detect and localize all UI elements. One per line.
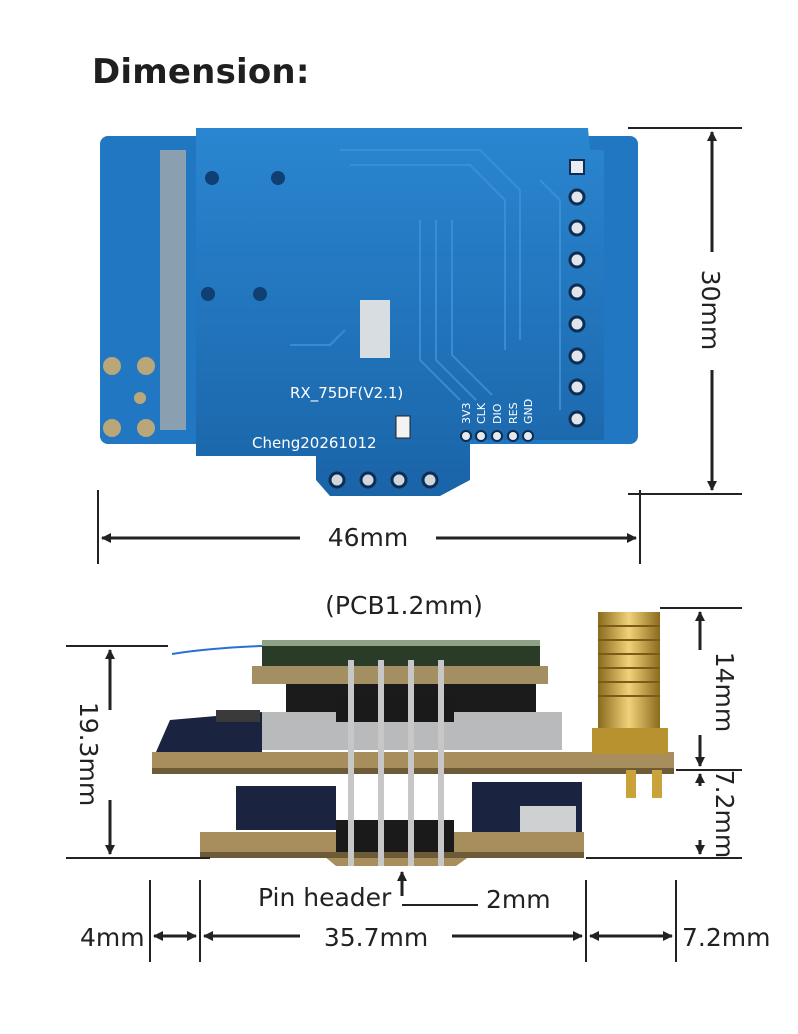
pin-labels: 3V3 CLK DIO RES GND bbox=[460, 399, 535, 424]
pin-column bbox=[568, 188, 586, 428]
lower-height-dimension bbox=[586, 773, 742, 859]
total-height-label: 19.3mm bbox=[74, 702, 103, 806]
height-label: 30mm bbox=[696, 270, 725, 351]
bottom-pins bbox=[328, 471, 439, 489]
display-pcb bbox=[252, 666, 548, 684]
side-chip bbox=[216, 710, 260, 722]
pin-header-label: Pin header bbox=[258, 883, 392, 912]
qr-label bbox=[360, 300, 390, 358]
lower-pcb-edge bbox=[200, 852, 584, 858]
main-board bbox=[196, 128, 604, 496]
antenna-pads bbox=[103, 357, 155, 437]
left-offset-label: 4mm bbox=[80, 923, 145, 952]
header-pins bbox=[348, 660, 444, 866]
width-dimension bbox=[97, 490, 641, 564]
body-width-label: 35.7mm bbox=[324, 923, 428, 952]
pcb-thickness-label: (PCB1.2mm) bbox=[325, 591, 483, 620]
pcb-traces bbox=[290, 149, 561, 410]
pin-label-res: RES bbox=[507, 402, 520, 424]
total-height-dimension bbox=[66, 645, 210, 859]
top-view-board bbox=[100, 128, 638, 496]
pin-square bbox=[569, 159, 585, 175]
antenna-height-dimension bbox=[660, 607, 742, 771]
width-label: 46mm bbox=[328, 523, 409, 552]
bottom-dimensions bbox=[149, 880, 677, 962]
mount-hole bbox=[271, 171, 285, 185]
mount-hole bbox=[253, 287, 267, 301]
antenna-wire bbox=[171, 645, 263, 655]
board-label: RX_75DF(V2.1) bbox=[290, 384, 403, 403]
mount-hole bbox=[205, 171, 219, 185]
date-label: Cheng20261012 bbox=[252, 434, 377, 452]
right-offset-label: 7.2mm bbox=[682, 923, 770, 952]
pin-label-3v3: 3V3 bbox=[460, 402, 473, 424]
sma-leg bbox=[652, 770, 662, 798]
label-pads bbox=[460, 430, 534, 442]
sma-threads bbox=[598, 625, 660, 697]
pin-label-gnd: GND bbox=[522, 399, 535, 424]
height-dimension bbox=[628, 127, 742, 495]
pin-header-callout bbox=[397, 871, 478, 906]
pin-label-clk: CLK bbox=[475, 402, 488, 424]
lower-height-label: 7.2mm bbox=[710, 770, 739, 858]
smd-part bbox=[395, 415, 411, 439]
side-view-assembly bbox=[152, 612, 674, 866]
pin-pitch-label: 2mm bbox=[486, 885, 551, 914]
sma-connector bbox=[598, 612, 660, 728]
display-glass bbox=[262, 640, 540, 646]
shield-strip bbox=[160, 150, 186, 430]
pin-header-bottom bbox=[336, 820, 454, 852]
sma-leg bbox=[626, 770, 636, 798]
antenna-height-label: 14mm bbox=[710, 652, 739, 733]
pin-header-top bbox=[336, 696, 454, 722]
page-title: Dimension: bbox=[92, 52, 310, 92]
pin-label-dio: DIO bbox=[491, 403, 504, 424]
sma-base bbox=[592, 728, 668, 754]
mount-hole bbox=[201, 287, 215, 301]
lower-components bbox=[236, 786, 336, 830]
